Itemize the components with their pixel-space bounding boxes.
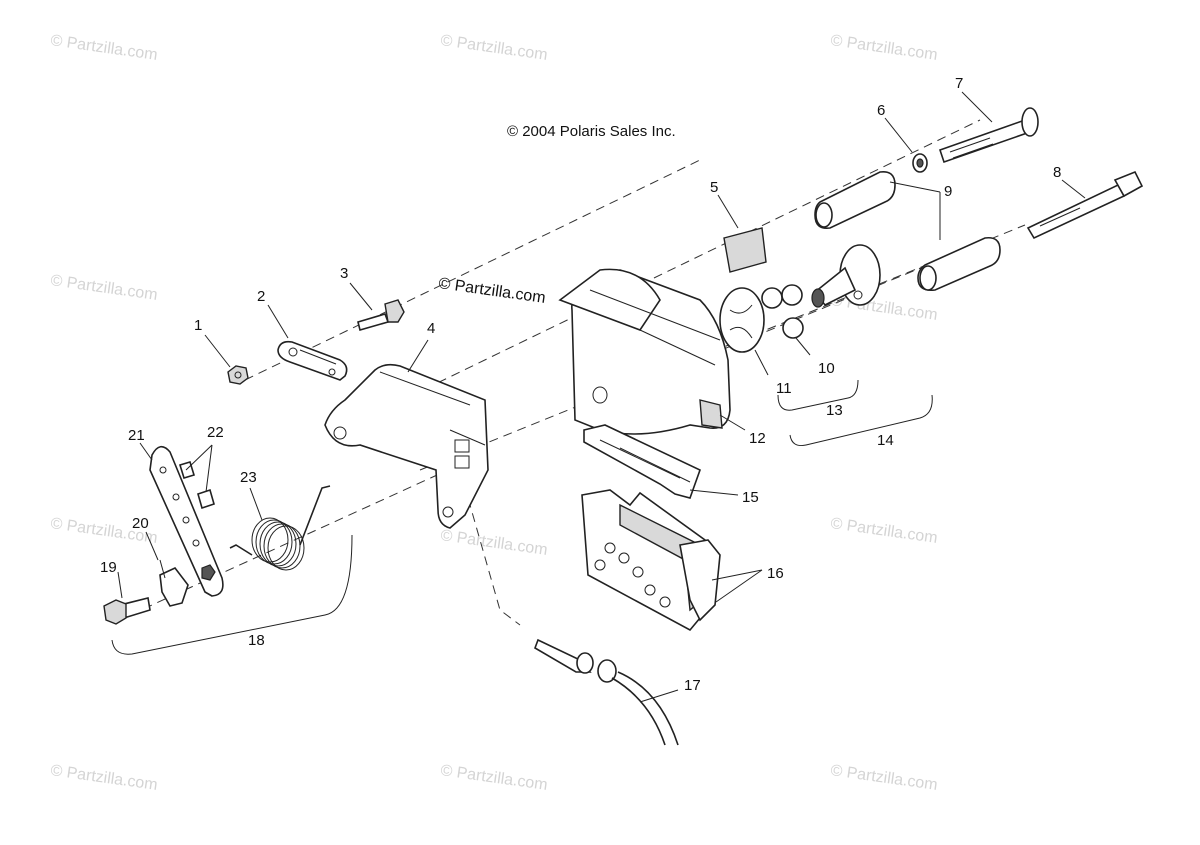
callout-numbers: 1 2 3 4 5 6 7 8 9 10 11 12 13 14 15 16 1… — [100, 75, 1061, 694]
callout-8: 8 — [1053, 164, 1061, 181]
watermark: © Partzilla.com — [439, 527, 548, 559]
watermark: © Partzilla.com — [49, 762, 158, 794]
plate-part-5 — [723, 227, 767, 273]
spring-part-23 — [229, 485, 331, 571]
brake-pads-part-16 — [581, 489, 721, 632]
callout-9: 9 — [944, 183, 952, 200]
pin-part-9 — [814, 170, 1001, 292]
copyright-text: © 2004 Polaris Sales Inc. — [507, 123, 676, 140]
watermark: © Partzilla.com — [439, 32, 548, 64]
link-arm-part-21 — [149, 445, 224, 597]
callout-7: 7 — [955, 75, 963, 92]
callout-2: 2 — [257, 288, 265, 305]
clip-part-20 — [159, 559, 189, 607]
caliper-body-part-12 — [558, 268, 731, 435]
watermark-center: © Partzilla.com — [437, 275, 546, 307]
callout-19: 19 — [100, 559, 117, 576]
callout-16: 16 — [767, 565, 784, 582]
watermark: © Partzilla.com — [439, 762, 548, 794]
actuator-shaft-part-13 — [811, 244, 881, 308]
bolt-part-7 — [938, 107, 1039, 164]
watermark: © Partzilla.com — [829, 32, 938, 64]
watermark-layer: © Partzilla.com © Partzilla.com © Partzi… — [49, 32, 938, 794]
callout-10: 10 — [818, 360, 835, 377]
callout-14: 14 — [877, 432, 894, 449]
callout-21: 21 — [128, 427, 145, 444]
watermark: © Partzilla.com — [829, 515, 938, 547]
nut-part-1 — [227, 365, 249, 385]
assembly-brackets — [111, 379, 933, 655]
washer-part-6 — [912, 153, 928, 173]
callout-23: 23 — [240, 469, 257, 486]
bolt-part-8 — [1026, 170, 1144, 240]
cam-plate-part-11 — [719, 287, 765, 353]
callout-20: 20 — [132, 515, 149, 532]
clevis-part-2 — [277, 340, 348, 381]
bolt-part-19 — [103, 597, 151, 625]
callout-12: 12 — [749, 430, 766, 447]
callout-11: 11 — [776, 380, 792, 397]
balls-part-10 — [761, 284, 804, 339]
callout-1: 1 — [194, 317, 202, 334]
callout-22: 22 — [207, 424, 224, 441]
callout-5: 5 — [710, 179, 718, 196]
callout-13: 13 — [826, 402, 843, 419]
shim-part-15 — [583, 424, 701, 499]
callout-4: 4 — [427, 320, 435, 337]
callout-15: 15 — [742, 489, 759, 506]
callout-18: 18 — [248, 632, 265, 649]
watermark: © Partzilla.com — [49, 32, 158, 64]
cable-part-17 — [534, 638, 679, 746]
callout-6: 6 — [877, 102, 885, 119]
callout-3: 3 — [340, 265, 348, 282]
leader-lines — [117, 91, 1086, 703]
bracket-part-4 — [324, 363, 489, 529]
bolt-part-3 — [357, 299, 405, 331]
callout-17: 17 — [684, 677, 701, 694]
watermark: © Partzilla.com — [829, 762, 938, 794]
watermark: © Partzilla.com — [49, 272, 158, 304]
